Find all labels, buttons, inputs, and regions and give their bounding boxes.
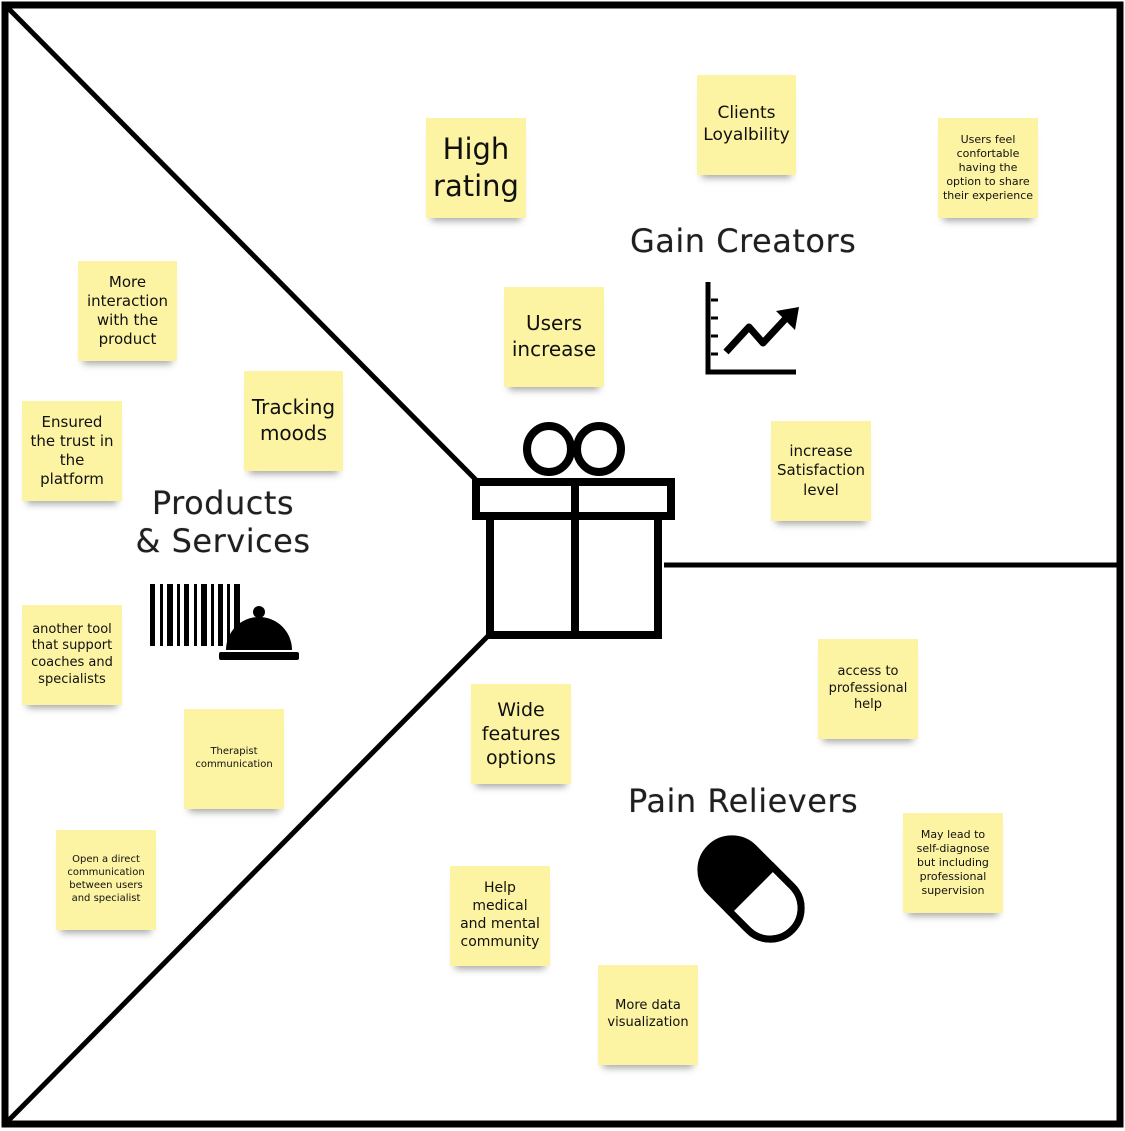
note-text: Users increase: [511, 311, 597, 361]
sticky-note[interactable]: More interaction with the product: [78, 261, 177, 361]
note-text: Therapist communication: [195, 746, 273, 770]
sticky-note[interactable]: High rating: [426, 118, 526, 218]
note-text: High rating: [433, 131, 519, 203]
sticky-note[interactable]: Therapist communication: [184, 709, 284, 809]
note-text: Ensured the trust in the platform: [30, 412, 114, 489]
chart-trending-up-icon: [705, 282, 799, 375]
note-text: access to professional help: [828, 664, 908, 713]
note-text: Wide features options: [481, 698, 561, 770]
barcode-cloche-icon: [150, 584, 299, 660]
note-text: increase Satisfaction level: [776, 442, 866, 499]
sticky-note[interactable]: Ensured the trust in the platform: [22, 401, 122, 501]
products-services-title: Products & Services: [135, 484, 311, 560]
sticky-note[interactable]: Users increase: [504, 287, 604, 387]
sticky-note[interactable]: Wide features options: [471, 684, 571, 784]
divider-top-diagonal: [3, 3, 482, 486]
gift-icon: [472, 422, 675, 639]
note-text: May lead to self-diagnose but including …: [916, 827, 990, 898]
note-text: More interaction with the product: [86, 272, 169, 349]
sticky-note[interactable]: access to professional help: [818, 639, 918, 739]
sticky-note[interactable]: Open a direct communication between user…: [56, 830, 156, 930]
note-text: Open a direct communication between user…: [67, 854, 145, 904]
note-text: Clients Loyalbility: [703, 103, 790, 145]
note-text: More data visualization: [607, 998, 689, 1030]
sticky-note[interactable]: increase Satisfaction level: [771, 421, 871, 521]
sticky-note[interactable]: another tool that support coaches and sp…: [22, 605, 122, 705]
gain-creators-title: Gain Creators: [630, 222, 857, 260]
sticky-note[interactable]: Help medical and mental community: [450, 866, 550, 966]
note-text: Tracking moods: [251, 395, 336, 445]
note-text: another tool that support coaches and sp…: [31, 621, 113, 687]
sticky-note[interactable]: Clients Loyalbility: [697, 75, 796, 175]
sticky-note[interactable]: May lead to self-diagnose but including …: [903, 813, 1003, 913]
divider-bottom-diagonal: [3, 634, 490, 1126]
note-text: Users feel confortable having the option…: [942, 132, 1034, 203]
pain-relievers-title: Pain Relievers: [628, 782, 859, 820]
pill-capsule-icon: [697, 835, 805, 943]
sticky-note[interactable]: Users feel confortable having the option…: [938, 118, 1038, 218]
sticky-note[interactable]: Tracking moods: [244, 371, 343, 471]
note-text: Help medical and mental community: [460, 880, 540, 950]
sticky-note[interactable]: More data visualization: [598, 965, 698, 1065]
